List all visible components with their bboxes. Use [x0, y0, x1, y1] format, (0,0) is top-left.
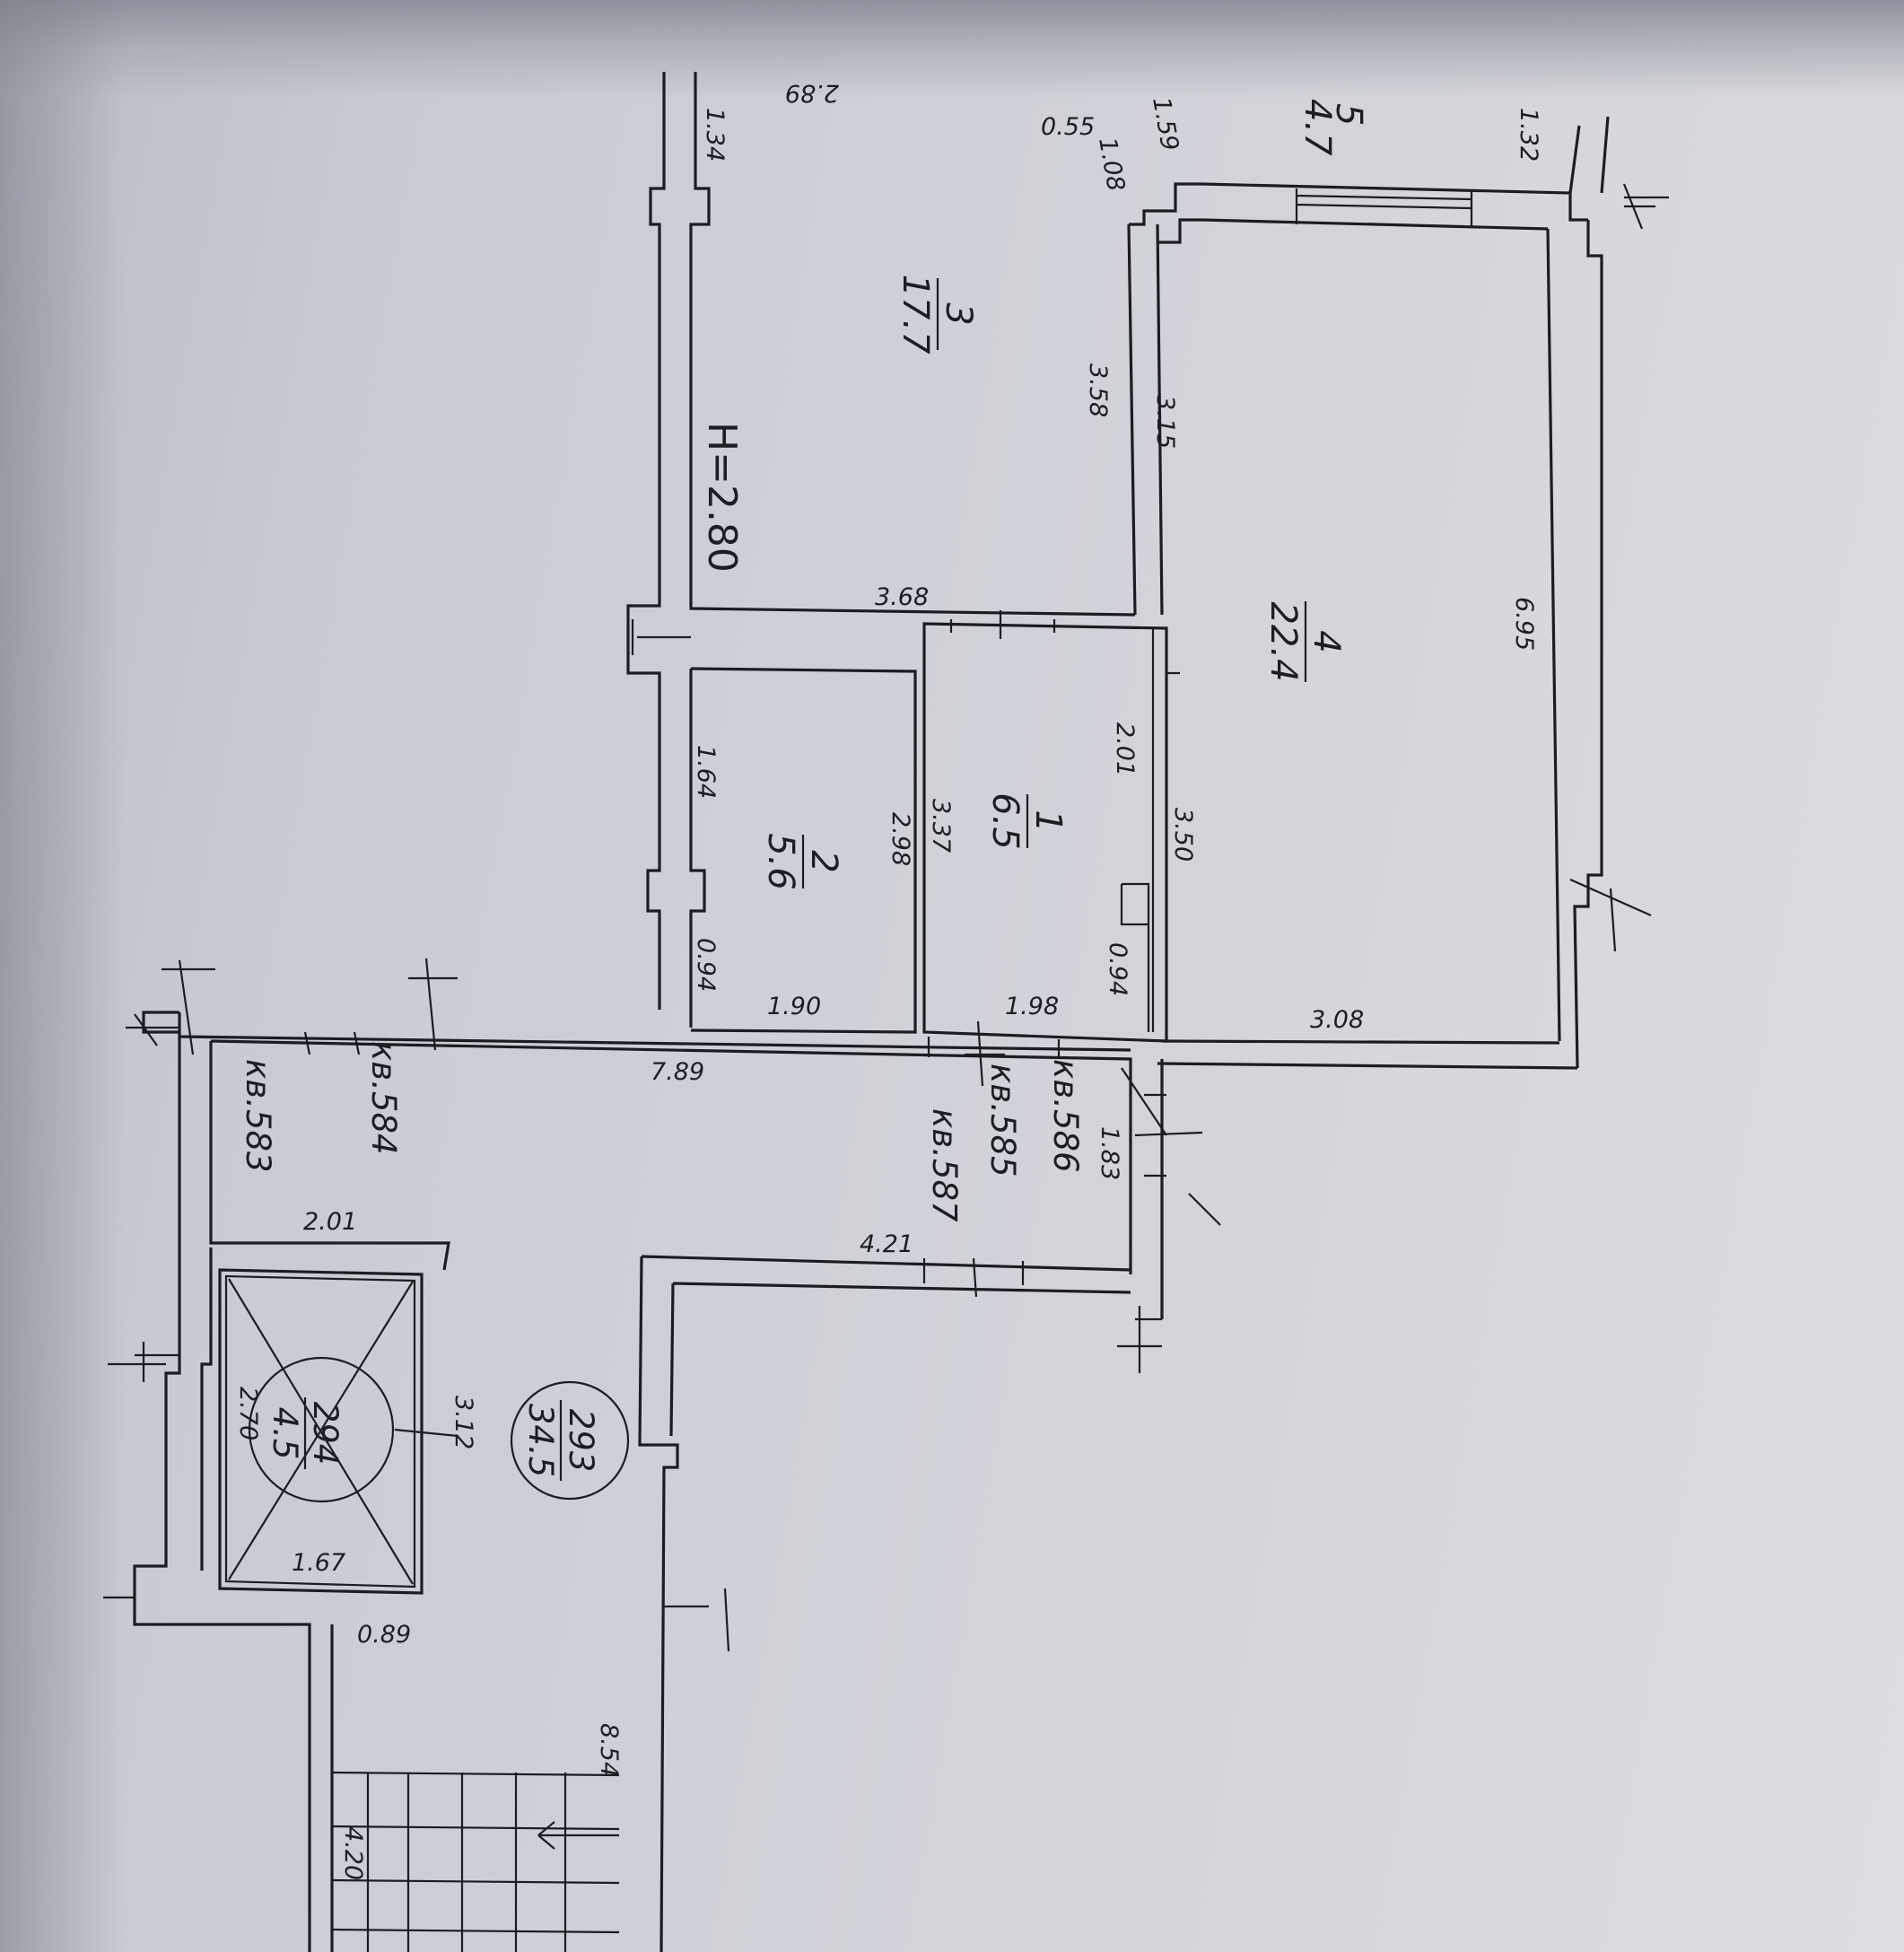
dim-4-21: 4.21 — [860, 1230, 913, 1258]
room-1-area: 6.5 — [984, 792, 1026, 850]
room-4-number: 4 — [1306, 630, 1347, 652]
walls — [133, 72, 1610, 1952]
dim-2-89: 2.89 — [785, 79, 839, 107]
dimensions: 2.89 1.34 0.55 1.59 1.08 1.32 3.58 3.15 … — [234, 79, 1542, 1880]
room-2-area: 5.6 — [760, 833, 801, 890]
room-4-area: 22.4 — [1262, 601, 1304, 681]
stair-hall-label: 293 34.5 — [521, 1400, 600, 1481]
elevator-label: 294 4.5 — [266, 1397, 345, 1469]
dim-8-54: 8.54 — [595, 1723, 623, 1777]
dim-1-67: 1.67 — [292, 1549, 345, 1577]
room-1-label: 1 6.5 — [984, 792, 1069, 850]
labels: H=2.80 3 17.7 4 22.4 1 6.5 2 5.6 — [239, 99, 1369, 1481]
dim-0-94-room1: 0.94 — [1104, 942, 1131, 996]
dim-3-12: 3.12 — [450, 1396, 477, 1449]
page-edge-shadow — [0, 0, 126, 1952]
room-5-area-partial: 4.7 — [1297, 99, 1338, 156]
page-fold-shadow — [0, 0, 1904, 99]
stair-hall-area: 34.5 — [521, 1404, 560, 1477]
room-3-label: 3 17.7 — [895, 274, 979, 355]
dim-2-98: 2.98 — [886, 812, 914, 866]
ceiling-height-label: H=2.80 — [699, 422, 745, 573]
dim-1-59: 1.59 — [1147, 95, 1183, 153]
elevator-area: 4.5 — [266, 1407, 304, 1460]
dim-3-68: 3.68 — [875, 583, 929, 611]
dim-7-89: 7.89 — [651, 1058, 704, 1086]
dim-2-01-room1: 2.01 — [1111, 722, 1139, 776]
dim-1-34: 1.34 — [701, 108, 729, 162]
apartment-584-label: кв.584 — [364, 1041, 403, 1155]
dim-0-94-room2: 0.94 — [692, 938, 720, 992]
dim-6-95: 6.95 — [1510, 597, 1538, 651]
dim-1-98: 1.98 — [1005, 993, 1059, 1020]
apartment-585-label: кв.585 — [983, 1064, 1022, 1177]
dim-3-50: 3.50 — [1169, 808, 1197, 862]
wall-ticks — [103, 183, 1669, 1652]
dim-4-20: 4.20 — [339, 1826, 367, 1880]
dim-1-32: 1.32 — [1515, 108, 1542, 162]
dim-0-89: 0.89 — [357, 1621, 411, 1649]
dim-1-83: 1.83 — [1096, 1126, 1123, 1180]
dim-3-37: 3.37 — [927, 799, 955, 853]
room-2-label: 2 5.6 — [760, 833, 844, 890]
room-5-number-partial: 5 — [1328, 103, 1369, 126]
room-4-label: 4 22.4 — [1262, 601, 1347, 682]
stair-hall-number: 293 — [562, 1409, 600, 1473]
dim-3-08: 3.08 — [1310, 1006, 1364, 1034]
dim-2-01-landing: 2.01 — [303, 1208, 357, 1236]
apartment-586-label: кв.586 — [1046, 1059, 1085, 1173]
dim-3-58: 3.58 — [1084, 363, 1112, 417]
dim-1-90: 1.90 — [767, 993, 821, 1020]
elevator-number: 294 — [306, 1402, 345, 1466]
dim-1-08: 1.08 — [1093, 136, 1130, 194]
dim-3-15: 3.15 — [1151, 395, 1179, 449]
dim-1-64: 1.64 — [692, 745, 720, 799]
apartment-583-label: кв.583 — [239, 1059, 277, 1173]
apartment-587-label: кв.587 — [925, 1108, 964, 1222]
room-3-number: 3 — [938, 302, 979, 325]
room-3-area: 17.7 — [895, 274, 936, 355]
room-1-number: 1 — [1027, 810, 1069, 832]
room-2-number: 2 — [803, 850, 844, 872]
dim-0-55: 0.55 — [1041, 113, 1095, 141]
dim-2-70: 2.70 — [234, 1387, 262, 1440]
